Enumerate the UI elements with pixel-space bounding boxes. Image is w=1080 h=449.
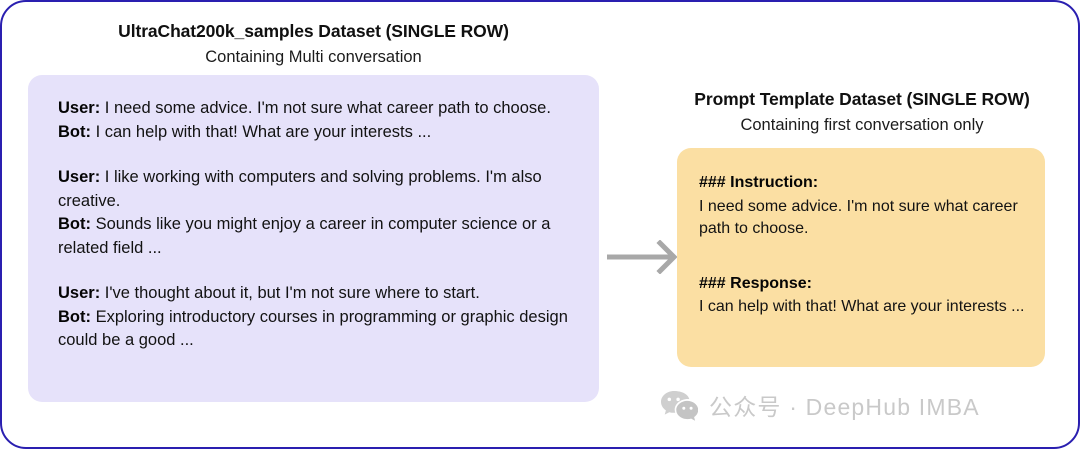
instruction-body: I need some advice. I'm not sure what ca…: [699, 197, 1018, 238]
user-label: User:: [58, 284, 101, 302]
user-text: I've thought about it, but I'm not sure …: [100, 284, 480, 302]
bot-label: Bot:: [58, 215, 91, 233]
bot-text: Sounds like you might enjoy a career in …: [58, 215, 551, 257]
conversation-turn: User: I need some advice. I'm not sure w…: [58, 97, 573, 144]
bot-text: I can help with that! What are your inte…: [90, 122, 432, 141]
wechat-icon: [660, 389, 699, 421]
user-text: I need some advice. I'm not sure what ca…: [100, 99, 551, 117]
user-text: I like working with computers and solvin…: [58, 168, 542, 210]
conversation-turn: User: I like working with computers and …: [58, 166, 573, 260]
user-label: User:: [58, 168, 101, 186]
user-label: User:: [58, 99, 101, 117]
arrow-right-icon: [606, 239, 682, 275]
multi-conversation-box: User: I need some advice. I'm not sure w…: [28, 75, 599, 402]
bot-text: Exploring introductory courses in progra…: [58, 307, 568, 350]
bot-label: Bot:: [58, 122, 91, 141]
left-panel-subtitle: Containing Multi conversation: [205, 48, 422, 66]
watermark-text: 公众号 · DeepHub IMBA: [709, 394, 980, 420]
left-panel-headings: UltraChat200k_samples Dataset (SINGLE RO…: [28, 20, 599, 68]
conversation-turn: User: I've thought about it, but I'm not…: [58, 282, 573, 353]
instruction-section: ### Instruction: I need some advice. I'm…: [699, 172, 1025, 241]
response-body: I can help with that! What are your inte…: [699, 298, 1025, 315]
right-panel-headings: Prompt Template Dataset (SINGLE ROW) Con…: [662, 88, 1062, 136]
response-section: ### Response: I can help with that! What…: [699, 273, 1025, 319]
prompt-template-box: ### Instruction: I need some advice. I'm…: [677, 148, 1045, 367]
response-heading: ### Response:: [699, 274, 812, 292]
right-panel-title: Prompt Template Dataset (SINGLE ROW): [694, 89, 1030, 109]
bot-label: Bot:: [58, 307, 91, 326]
right-panel-subtitle: Containing first conversation only: [740, 116, 984, 134]
left-panel-title: UltraChat200k_samples Dataset (SINGLE RO…: [118, 21, 509, 41]
watermark: 公众号 · DeepHub IMBA: [660, 388, 980, 422]
instruction-heading: ### Instruction:: [699, 174, 819, 191]
